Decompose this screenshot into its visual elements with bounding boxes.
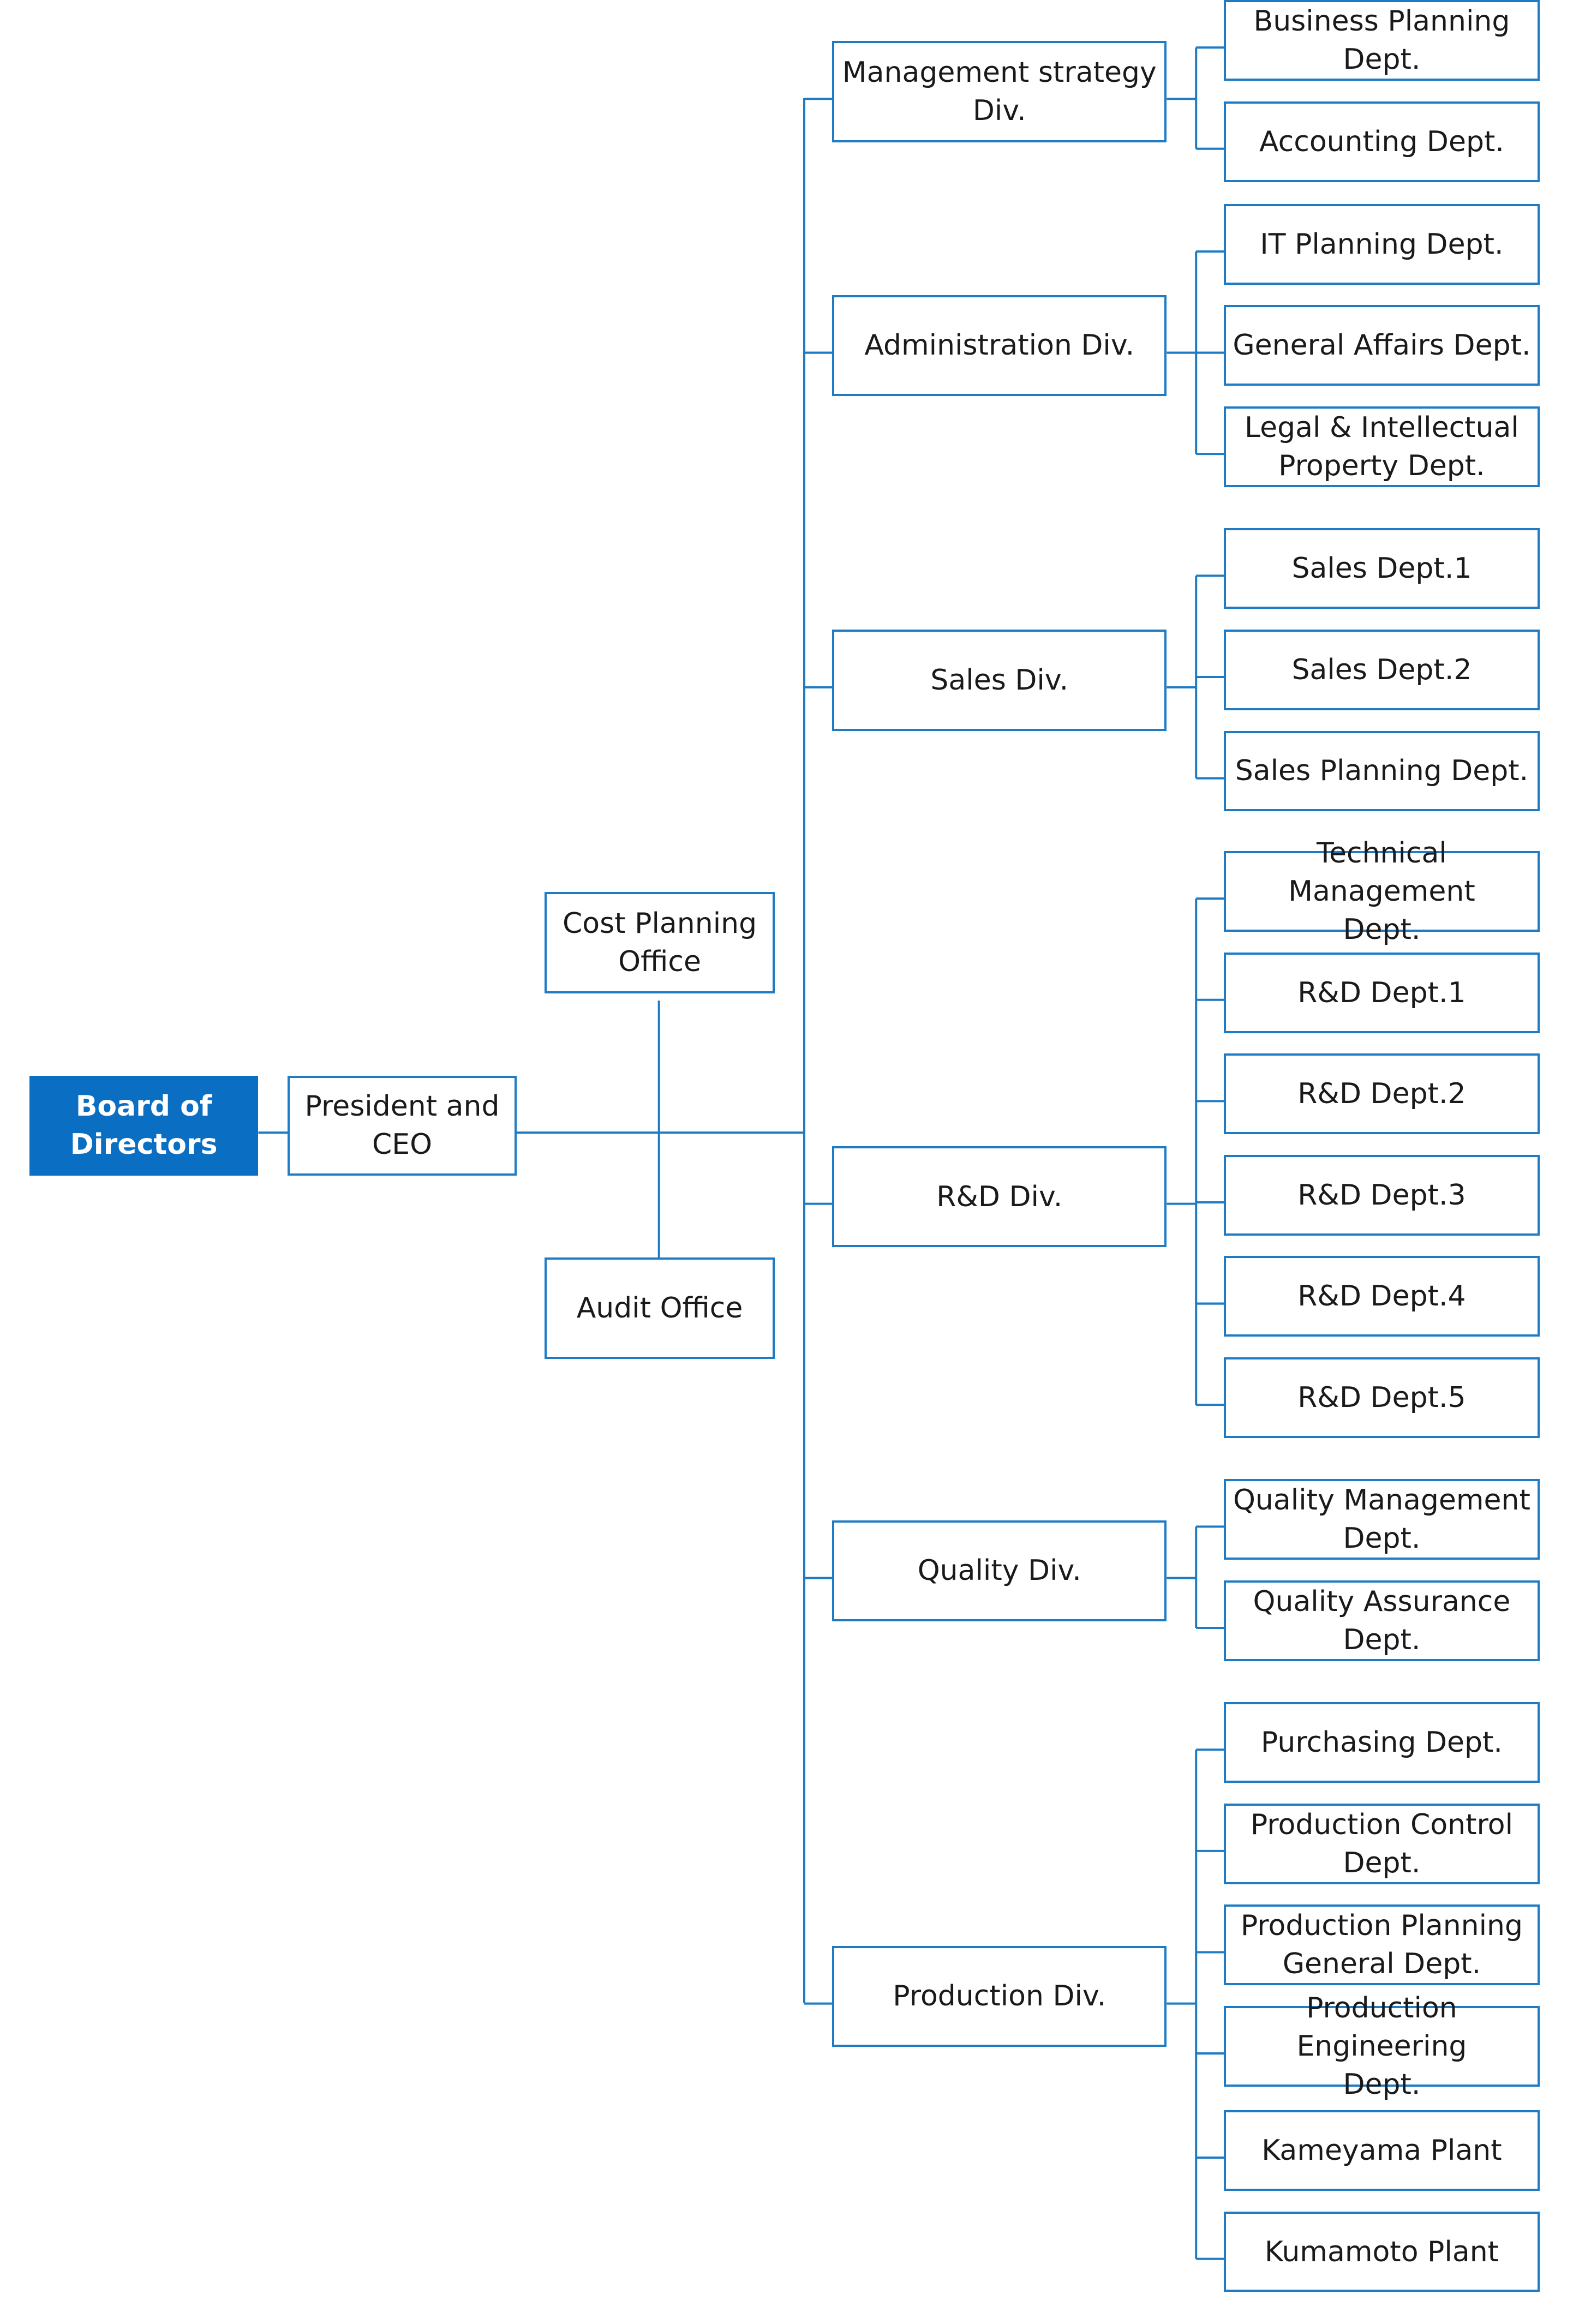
department-box: Production Planning General Dept. bbox=[1224, 1904, 1540, 1986]
department-box: R&D Dept.5 bbox=[1224, 1357, 1540, 1439]
cost-planning-office-box: Cost Planning Office bbox=[544, 892, 775, 993]
division-box: Sales Div. bbox=[832, 629, 1167, 731]
department-box: Kumamoto Plant bbox=[1224, 2211, 1540, 2292]
division-box: Management strategy Div. bbox=[832, 41, 1167, 142]
department-box: Sales Planning Dept. bbox=[1224, 730, 1540, 812]
department-box: Accounting Dept. bbox=[1224, 101, 1540, 182]
department-box: R&D Dept.4 bbox=[1224, 1256, 1540, 1337]
division-box: Production Div. bbox=[832, 1945, 1167, 2047]
department-box: Quality Management Dept. bbox=[1224, 1479, 1540, 1560]
department-box: General Affairs Dept. bbox=[1224, 305, 1540, 386]
department-box: Sales Dept.2 bbox=[1224, 629, 1540, 710]
president-ceo-box: President and CEO bbox=[288, 1075, 517, 1176]
department-box: Business Planning Dept. bbox=[1224, 0, 1540, 81]
audit-office-box: Audit Office bbox=[544, 1257, 775, 1359]
division-box: Quality Div. bbox=[832, 1520, 1167, 1622]
department-box: IT Planning Dept. bbox=[1224, 203, 1540, 285]
department-box: Production Control Dept. bbox=[1224, 1803, 1540, 1884]
department-box: Kameyama Plant bbox=[1224, 2110, 1540, 2191]
department-box: Purchasing Dept. bbox=[1224, 1702, 1540, 1783]
board-of-directors-box: Board of Directors bbox=[29, 1075, 259, 1176]
department-box: Legal & Intellectual Property Dept. bbox=[1224, 406, 1540, 488]
division-box: R&D Div. bbox=[832, 1146, 1167, 1248]
department-box: Sales Dept.1 bbox=[1224, 528, 1540, 609]
department-box: Production Engineering Dept. bbox=[1224, 1992, 1540, 2101]
department-box: R&D Dept.2 bbox=[1224, 1053, 1540, 1135]
department-box: R&D Dept.3 bbox=[1224, 1154, 1540, 1236]
department-box: R&D Dept.1 bbox=[1224, 952, 1540, 1033]
division-box: Administration Div. bbox=[832, 295, 1167, 397]
department-box: Technical Management Dept. bbox=[1224, 837, 1540, 946]
department-box: Quality Assurance Dept. bbox=[1224, 1580, 1540, 1661]
